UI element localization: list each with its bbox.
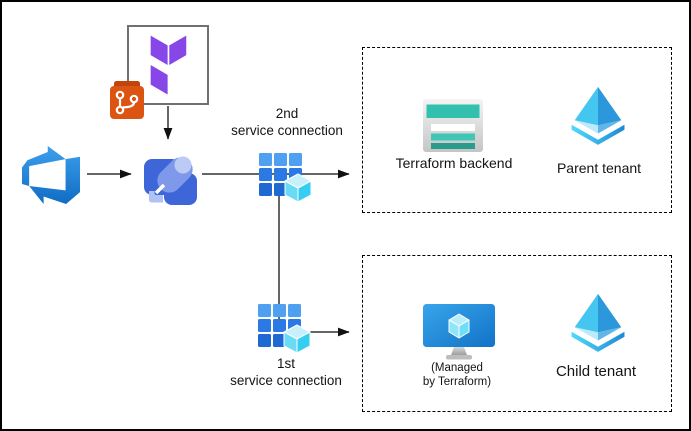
child-tenant-label: Child tenant [555, 363, 637, 380]
managed-by-terraform-line1: (Managed [431, 362, 483, 374]
storage-account-icon [423, 99, 483, 152]
service-connection-1-icon [258, 304, 311, 354]
parent-tenant-group-box [362, 47, 672, 213]
terraform-icon [150, 35, 186, 95]
managed-vm-monitor-icon [423, 304, 495, 360]
second-service-connection-line1: 2nd [275, 106, 299, 121]
child-tenant-icon [571, 293, 625, 352]
second-service-connection-label: 2nd service connection [187, 105, 387, 139]
first-service-connection-label: 1st service connection [186, 355, 386, 389]
parent-tenant-icon [571, 86, 625, 145]
service-connection-2-icon [259, 153, 312, 203]
parent-tenant-label: Parent tenant [556, 160, 642, 176]
first-service-connection-line2: service connection [230, 373, 342, 388]
second-service-connection-line2: service connection [231, 123, 343, 138]
child-tenant-group-box [362, 255, 672, 412]
managed-by-terraform-line2: by Terraform) [422, 375, 492, 388]
terraform-backend-label: Terraform backend [395, 155, 513, 171]
azure-devops-icon [22, 146, 80, 204]
git-repo-icon [110, 81, 144, 119]
managed-by-terraform-label: (Managed by Terraform) [357, 362, 557, 389]
first-service-connection-line1: 1st [276, 356, 295, 371]
azure-pipelines-icon [144, 156, 197, 205]
